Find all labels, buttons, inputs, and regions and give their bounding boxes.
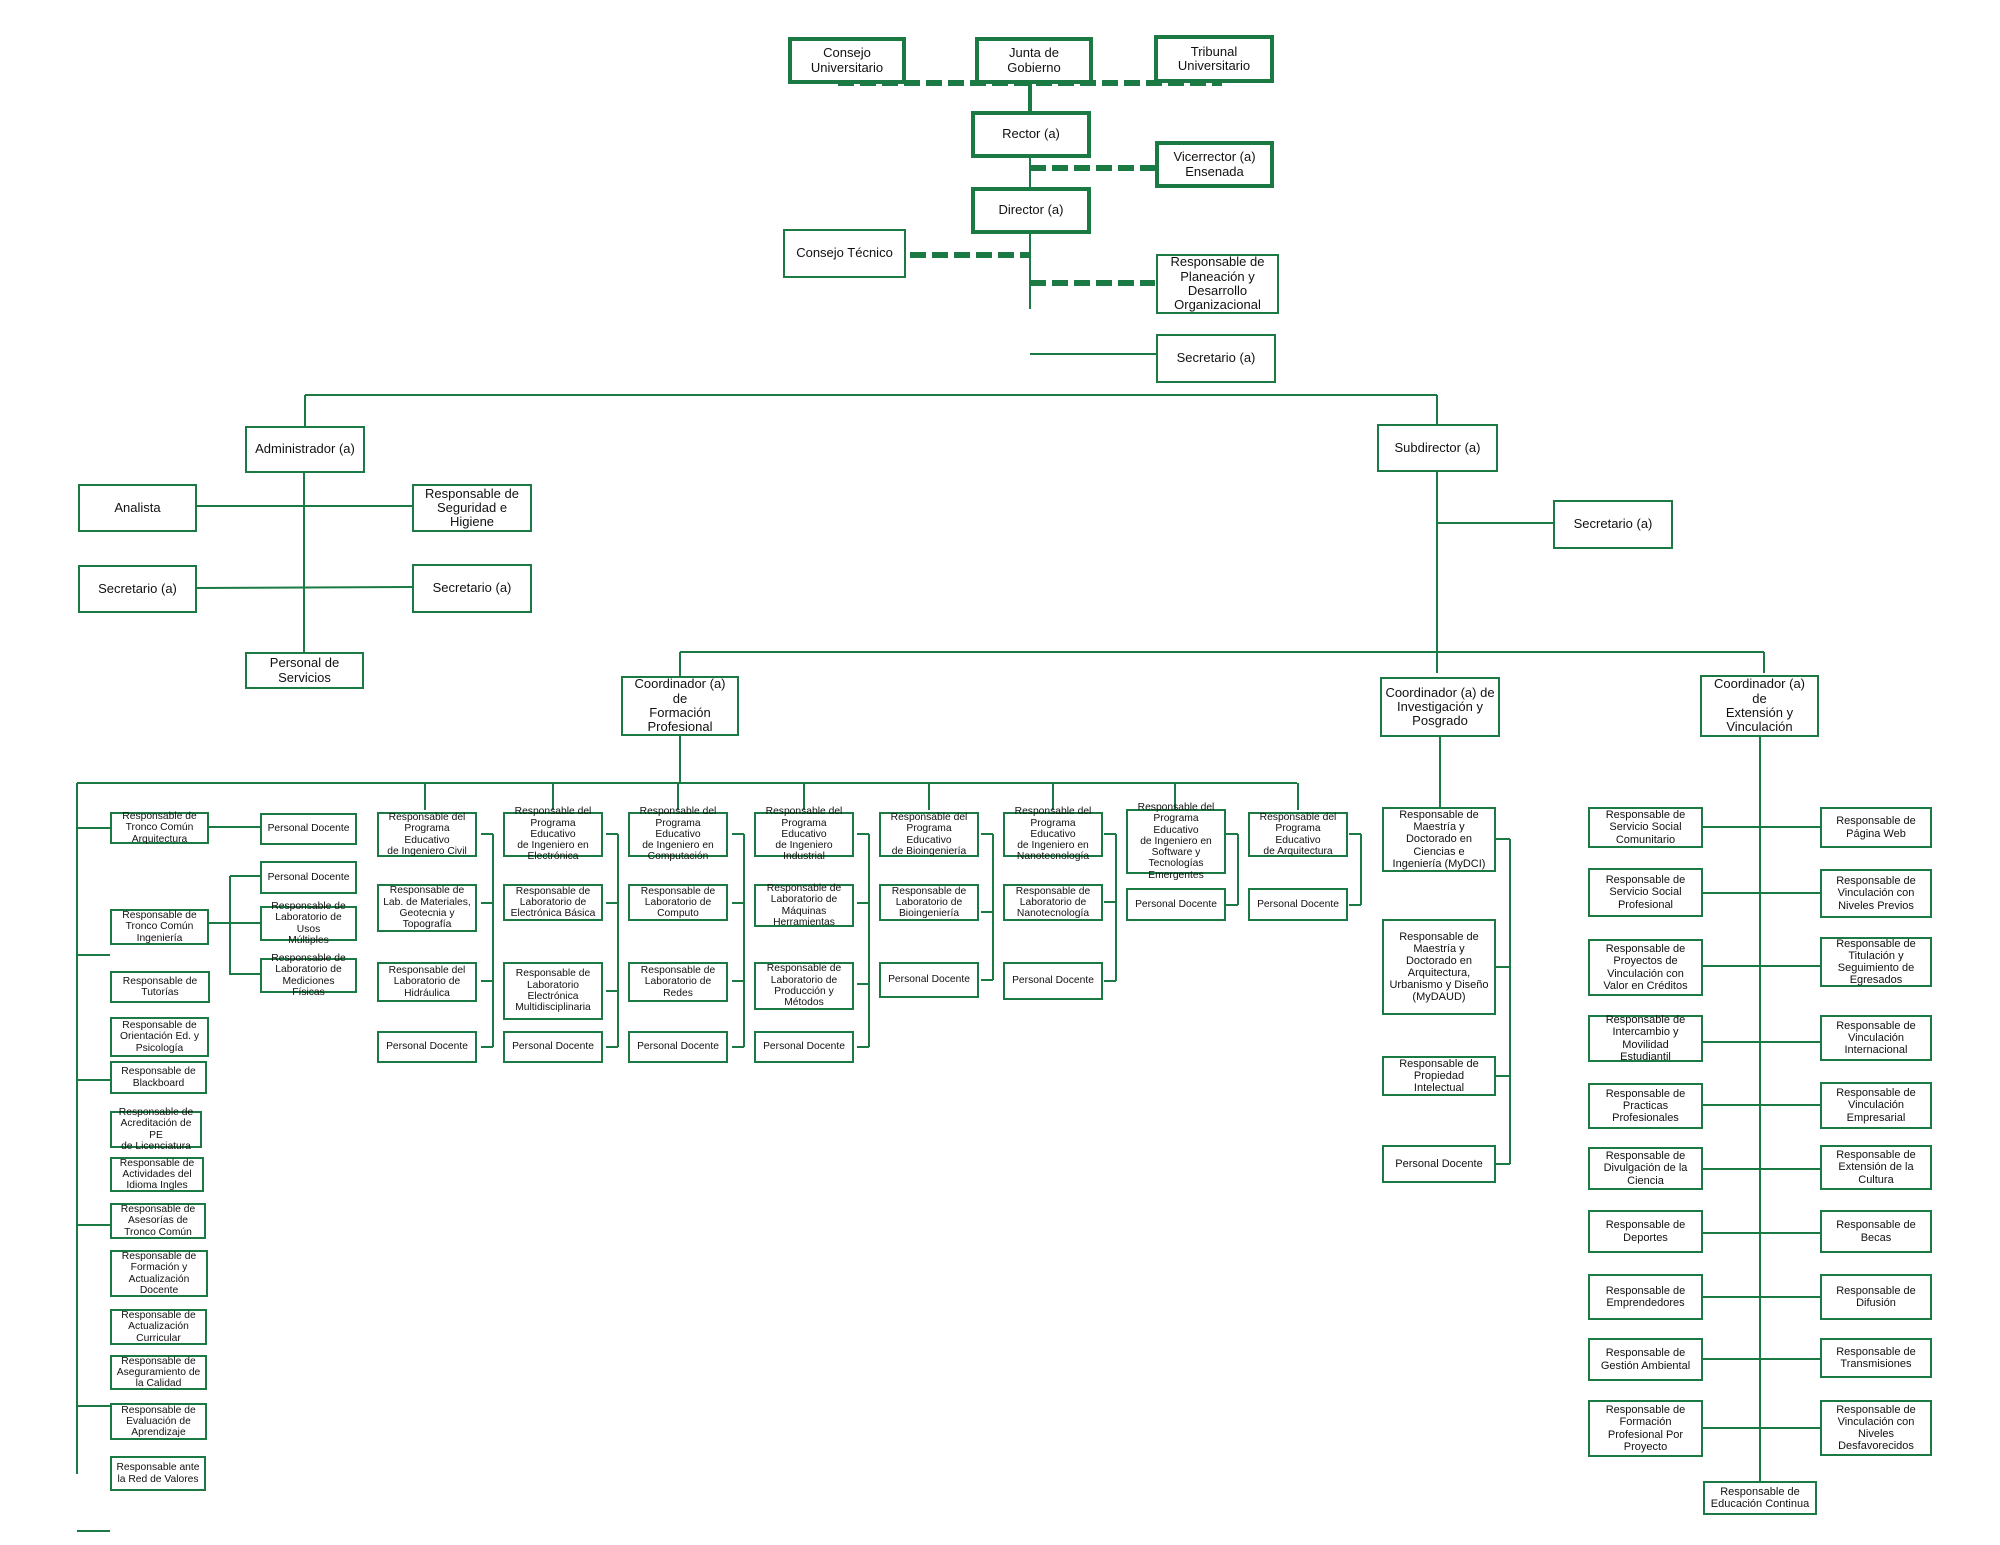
programa-item-box: Personal Docente [879,962,979,998]
director-box: Director (a) [971,187,1091,234]
coord-investigacion-box: Coordinador (a) de Investigación y Posgr… [1380,677,1500,737]
consejo-universitario-box: Consejo Universitario [788,37,906,84]
personal-servicios-box: Personal de Servicios [245,652,364,689]
programa-head-box: Responsable del Programa Educativo de In… [1003,806,1103,862]
programa-head-box: Responsable del Programa Educativo de In… [754,806,854,862]
coord-formacion-box: Coordinador (a) de Formación Profesional [621,676,739,736]
blackboard-box: Responsable de Blackboard [110,1061,207,1094]
asesorias-box: Responsable de Asesorías de Tronco Común [110,1203,206,1239]
coord-extension-box: Coordinador (a) de Extensión y Vinculaci… [1700,675,1819,737]
extension-left-box: Responsable de Formación Profesional Por… [1588,1400,1703,1457]
extension-left-box: Responsable de Servicio Social Profesion… [1588,868,1703,917]
extension-right-box: Responsable de Transmisiones [1820,1338,1932,1378]
programa-head-box: Responsable del Programa Educativo de In… [377,812,477,857]
extension-left-box: Responsable de Deportes [1588,1210,1703,1253]
programa-item-box: Personal Docente [503,1031,603,1063]
programa-item-box: Personal Docente [1003,962,1103,1000]
extension-right-box: Responsable de Becas [1820,1210,1932,1253]
personal-docente-inv-box: Personal Docente [1382,1145,1496,1183]
secretario-subdireccion-box: Secretario (a) [1553,500,1673,549]
seguridad-higiene-box: Responsable de Seguridad e Higiene [412,484,532,532]
programa-item-box: Responsable del Laboratorio de Hidráulic… [377,962,477,1002]
tutorias-box: Responsable de Tutorías [110,971,210,1003]
analista-box: Analista [78,484,197,532]
programa-item-box: Responsable de Laboratorio de Redes [628,962,728,1002]
personal-docente-ing-box: Personal Docente [260,861,357,894]
programa-item-box: Personal Docente [1248,888,1348,921]
consejo-tecnico-box: Consejo Técnico [783,229,906,278]
programa-item-box: Responsable de Laboratorio de Máquinas H… [754,883,854,928]
programa-head-box: Responsable del Programa Educativo de Bi… [879,812,979,857]
programa-item-box: Responsable de Lab. de Materiales, Geote… [377,884,477,932]
junta-de-gobierno-box: Junta de Gobierno [975,37,1093,84]
extension-right-box: Responsable de Vinculación con Niveles D… [1820,1400,1932,1456]
formacion-docente-box: Responsable de Formación y Actualización… [110,1250,208,1297]
extension-left-box: Responsable de Divulgación de la Ciencia [1588,1147,1703,1190]
tronco-ing-box: Responsable de Tronco Común Ingeniería [110,909,209,945]
mydci-box: Responsable de Maestría y Doctorado en C… [1382,807,1496,872]
educacion-continua-box: Responsable de Educación Continua [1703,1481,1817,1515]
secretario-admin-der-box: Secretario (a) [412,564,532,613]
extension-left-box: Responsable de Servicio Social Comunitar… [1588,807,1703,848]
subdirector-box: Subdirector (a) [1377,424,1498,472]
programa-head-box: Responsable del Programa Educativo de In… [503,806,603,862]
mydaud-box: Responsable de Maestría y Doctorado en A… [1382,919,1496,1015]
programa-item-box: Personal Docente [377,1031,477,1063]
extension-right-box: Responsable de Difusión [1820,1274,1932,1320]
programa-head-box: Responsable del Programa Educativo de In… [1126,802,1226,881]
lab-usos-multiples-box: Responsable de Laboratorio de Usos Múlti… [260,901,357,946]
extension-right-box: Responsable de Vinculación con Niveles P… [1820,869,1932,918]
tronco-arq-box: Responsable de Tronco Común Arquitectura [110,811,209,845]
programa-item-box: Personal Docente [628,1031,728,1063]
lab-mediciones-box: Responsable de Laboratorio de Mediciones… [260,953,357,998]
rector-box: Rector (a) [971,111,1091,158]
idioma-box: Responsable de Actividades del Idioma In… [110,1157,204,1192]
extension-left-box: Responsable de Gestión Ambiental [1588,1338,1703,1381]
extension-right-box: Responsable de Vinculación Empresarial [1820,1082,1932,1129]
programa-item-box: Responsable de Laboratorio de Electrónic… [503,884,603,921]
administrador-box: Administrador (a) [245,426,365,473]
extension-right-box: Responsable de Vinculación Internacional [1820,1015,1932,1061]
programa-item-box: Responsable de Laboratorio Electrónica M… [503,962,603,1020]
programa-item-box: Responsable de Laboratorio de Nanotecnol… [1003,884,1103,921]
extension-left-box: Responsable de Proyectos de Vinculación … [1588,939,1703,996]
programa-head-box: Responsable del Programa Educativo de Ar… [1248,812,1348,857]
programa-item-box: Responsable de Laboratorio de Computo [628,884,728,921]
vicerrector-box: Vicerrector (a) Ensenada [1155,141,1274,188]
secretario-direccion-box: Secretario (a) [1156,334,1276,383]
personal-docente-arq-box: Personal Docente [260,813,357,845]
extension-left-box: Responsable de Emprendedores [1588,1274,1703,1320]
extension-right-box: Responsable de Página Web [1820,807,1932,848]
curricular-box: Responsable de Actualización Curricular [110,1309,207,1345]
programa-head-box: Responsable del Programa Educativo de In… [628,806,728,862]
tribunal-universitario-box: Tribunal Universitario [1154,35,1274,83]
extension-left-box: Responsable de Practicas Profesionales [1588,1083,1703,1129]
programa-item-box: Responsable de Laboratorio de Producción… [754,962,854,1010]
orientacion-box: Responsable de Orientación Ed. y Psicolo… [110,1017,209,1057]
extension-right-box: Responsable de Titulación y Seguimiento … [1820,937,1932,987]
connector [196,586,413,589]
secretario-admin-izq-box: Secretario (a) [78,565,197,613]
planeacion-box: Responsable de Planeación y Desarrollo O… [1156,254,1279,314]
programa-item-box: Personal Docente [1126,888,1226,921]
programa-item-box: Personal Docente [754,1031,854,1063]
propiedad-intelectual-box: Responsable de Propiedad Intelectual [1382,1056,1496,1096]
acreditacion-box: Responsable de Acreditación de PE de Lic… [110,1107,202,1152]
calidad-box: Responsable de Aseguramiento de la Calid… [110,1355,207,1390]
red-valores-box: Responsable ante la Red de Valores [110,1456,206,1491]
programa-item-box: Responsable de Laboratorio de Bioingenie… [879,884,979,921]
extension-right-box: Responsable de Extensión de la Cultura [1820,1145,1932,1190]
extension-left-box: Responsable de Intercambio y Movilidad E… [1588,1014,1703,1063]
evaluacion-box: Responsable de Evaluación de Aprendizaje [110,1403,207,1440]
